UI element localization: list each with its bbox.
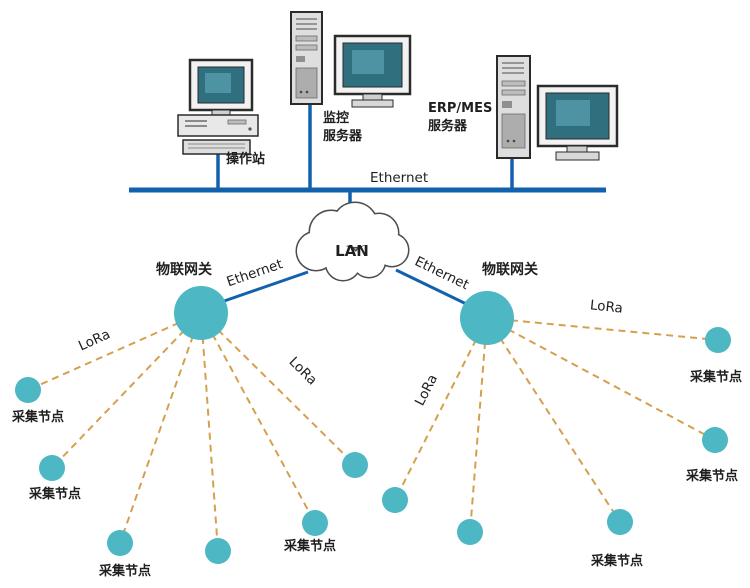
lora-line-left-2: [51, 312, 202, 469]
iot-gateways: [174, 286, 514, 345]
lora-line-right-1: [394, 317, 488, 501]
erp-mes-server-label-line2: 服务器: [428, 118, 468, 134]
sensor-node-label: 采集节点: [689, 369, 742, 385]
sensor-node-label: 采集节点: [283, 538, 336, 554]
monitor-server-computer: [290, 11, 412, 108]
ethernet-right-link-label: Ethernet: [412, 253, 471, 293]
sensor-node: [39, 455, 65, 481]
sensor-node-label: 采集节点: [28, 486, 81, 502]
monitor-server-label-line1: 监控: [323, 110, 349, 126]
lora-line-left-3: [119, 312, 202, 544]
sensor-node: [205, 538, 231, 564]
lora-line-left-6: [200, 312, 356, 466]
text-labels: 操作站 监控 服务器 ERP/MES 服务器 Ethernet Ethernet…: [11, 101, 742, 579]
sensor-node: [382, 487, 408, 513]
lora-line-right-3: [486, 317, 621, 523]
sensor-node: [457, 519, 483, 545]
ethernet-left-link-label: Ethernet: [225, 256, 285, 290]
server-tower-icon: [496, 55, 531, 159]
sensor-node: [107, 530, 133, 556]
sensor-node: [705, 327, 731, 353]
lora-line-left-5: [200, 312, 316, 524]
sensor-node: [342, 452, 368, 478]
lora-line-left-4: [200, 312, 219, 552]
sensor-node: [702, 427, 728, 453]
iot-gateway-right-label: 物联网关: [482, 261, 538, 278]
monitor-icon: [188, 58, 254, 116]
sensor-node-label: 采集节点: [98, 563, 151, 579]
sensor-node-label: 采集节点: [685, 468, 738, 484]
monitor-icon: [536, 84, 619, 161]
monitor-server-label-line2: 服务器: [323, 128, 363, 144]
sensor-node-circles: [15, 327, 731, 564]
lora-lines: [27, 312, 719, 552]
lan-cloud: LAN: [295, 201, 410, 282]
lan-label: LAN: [335, 242, 369, 260]
cloud-fill: [297, 203, 408, 280]
keyboard-icon: [182, 139, 251, 155]
operator-station-computer: [177, 58, 259, 155]
lora-label-left-outer: LoRa: [76, 326, 113, 354]
ethernet-bus-label: Ethernet: [370, 170, 428, 186]
lora-label-right-inner: LoRa: [412, 372, 441, 409]
sensor-node: [15, 377, 41, 403]
erp-mes-server-label-line1: ERP/MES: [428, 101, 492, 116]
lora-line-right-2: [469, 317, 488, 533]
lora-label-right-outer: LoRa: [589, 297, 623, 316]
server-tower-icon: [290, 11, 323, 105]
iot-gateway-left-label: 物联网关: [156, 261, 212, 278]
sensor-node: [607, 509, 633, 535]
lora-line-left-1: [27, 312, 202, 391]
monitor-icon: [333, 34, 412, 108]
lora-line-right-4: [486, 317, 719, 341]
sensor-node-label: 采集节点: [590, 553, 643, 569]
iot-gateway-right-node: [460, 291, 514, 345]
lora-label-left-inner: LoRa: [286, 354, 321, 389]
iot-gateway-left-node: [174, 286, 228, 340]
erp-mes-server-computer: [496, 55, 619, 161]
desktop-case-icon: [177, 114, 259, 137]
sensor-node: [302, 510, 328, 536]
sensor-node-label: 采集节点: [11, 409, 64, 425]
operator-station-label: 操作站: [226, 151, 265, 167]
